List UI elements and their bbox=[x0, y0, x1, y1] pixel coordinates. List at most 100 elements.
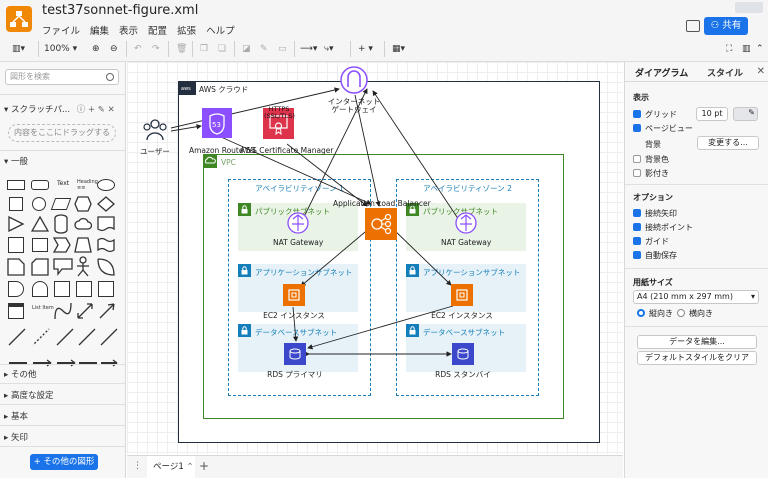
edge-acm-alb[interactable] bbox=[286, 143, 368, 207]
menu-help[interactable]: ヘルプ bbox=[206, 26, 235, 37]
section-basic[interactable]: ▸ 基本 bbox=[4, 412, 28, 422]
line-color-icon[interactable]: ✎ bbox=[260, 44, 268, 54]
grid-checkbox[interactable] bbox=[633, 110, 641, 118]
text-shape[interactable]: Text bbox=[57, 180, 70, 187]
shadow-icon[interactable]: ▭ bbox=[278, 44, 287, 54]
and-shape[interactable] bbox=[54, 281, 70, 297]
connector-shapes[interactable] bbox=[7, 359, 119, 367]
portrait-radio[interactable] bbox=[637, 309, 645, 317]
internal-storage-shape[interactable] bbox=[8, 237, 24, 253]
aws-cloud-group[interactable] bbox=[178, 81, 600, 443]
shadow-checkbox[interactable] bbox=[633, 169, 641, 177]
connection-points-checkbox[interactable] bbox=[633, 223, 641, 231]
textbox-shape[interactable]: Heading≡≡ bbox=[77, 179, 98, 191]
cylinder-shape[interactable] bbox=[53, 214, 69, 234]
actor-shape[interactable] bbox=[75, 256, 91, 278]
square-shape[interactable] bbox=[9, 197, 23, 211]
fullscreen-icon[interactable]: ⛶ bbox=[726, 44, 733, 54]
triangle-up-shape[interactable] bbox=[31, 216, 49, 232]
close-panel-icon[interactable]: ✕ bbox=[756, 66, 765, 77]
az2-group[interactable] bbox=[396, 179, 539, 396]
menu-extras[interactable]: 拡張 bbox=[177, 26, 197, 37]
internet-gateway-icon[interactable] bbox=[339, 65, 369, 95]
user-avatar[interactable] bbox=[735, 2, 763, 13]
pages-menu-icon[interactable]: ⋮ bbox=[133, 461, 142, 471]
ec2-1-icon[interactable] bbox=[283, 284, 305, 306]
cube-shape[interactable] bbox=[32, 238, 48, 252]
to-back-icon[interactable]: ❏ bbox=[218, 44, 227, 54]
scratchpad-header[interactable]: ▾ スクラッチパ... ⓘ + ✎ ✕ bbox=[4, 105, 115, 115]
users-icon[interactable] bbox=[141, 118, 169, 142]
menu-file[interactable]: ファイル bbox=[42, 26, 81, 37]
rounded-rectangle-shape[interactable] bbox=[31, 180, 49, 190]
acm-icon[interactable] bbox=[263, 108, 294, 139]
share-button[interactable]: ⚇ 共有 bbox=[704, 17, 748, 35]
fill-color-icon[interactable]: ◪ bbox=[242, 44, 251, 54]
line-shapes[interactable] bbox=[7, 327, 119, 347]
insert-icon[interactable]: + ▾ bbox=[358, 44, 373, 54]
menu-arrange[interactable]: 配置 bbox=[148, 26, 168, 37]
edge-route53-alb[interactable] bbox=[220, 136, 372, 205]
document-shape[interactable] bbox=[97, 216, 115, 232]
nat-gateway-1-icon[interactable] bbox=[287, 212, 309, 234]
bidirectional-arrow-shape[interactable] bbox=[75, 301, 95, 321]
circle-shape[interactable] bbox=[32, 197, 46, 211]
tab-style[interactable]: スタイル bbox=[707, 69, 744, 79]
edge-igw-alb[interactable] bbox=[354, 94, 381, 207]
trapezoid-shape[interactable] bbox=[74, 237, 92, 253]
comment-icon[interactable] bbox=[686, 20, 700, 32]
section-arrows[interactable]: ▸ 矢印 bbox=[4, 433, 28, 443]
tab-diagram[interactable]: ダイアグラム bbox=[635, 69, 689, 79]
rds-standby-icon[interactable] bbox=[452, 343, 474, 365]
general-header[interactable]: ▾ 一般 bbox=[4, 157, 28, 167]
rhombus-shape[interactable] bbox=[97, 196, 115, 212]
to-front-icon[interactable]: ❐ bbox=[200, 44, 209, 54]
edge-user-igw[interactable] bbox=[170, 87, 340, 129]
panel-toggle-icon[interactable]: ▥▾ bbox=[12, 44, 26, 54]
rds-primary-icon[interactable] bbox=[284, 343, 306, 365]
add-page-icon[interactable]: + bbox=[199, 459, 210, 473]
edge-ec2-1-rds[interactable] bbox=[292, 306, 299, 342]
paper-size-select[interactable]: A4 (210 mm x 297 mm) ▾ bbox=[633, 290, 759, 304]
section-other[interactable]: ▸ その他 bbox=[4, 370, 37, 380]
collapse-icon[interactable]: ⌃ bbox=[756, 44, 764, 54]
parallelogram-shape[interactable] bbox=[50, 198, 72, 210]
edge-user-route53[interactable] bbox=[170, 124, 202, 132]
list-item-shape[interactable]: List Item bbox=[32, 305, 54, 311]
shape-search-input[interactable]: 図形を検索 bbox=[5, 69, 119, 85]
redo-icon[interactable]: ↷ bbox=[152, 44, 160, 54]
arrow-shape[interactable] bbox=[97, 301, 117, 321]
edit-data-button[interactable]: データを編集... bbox=[637, 335, 757, 349]
route53-icon[interactable]: 53 bbox=[202, 108, 232, 138]
vpc-group[interactable] bbox=[203, 154, 564, 419]
autosave-checkbox[interactable] bbox=[633, 251, 641, 259]
search-icon[interactable] bbox=[106, 73, 114, 81]
edge-nat1-igw[interactable] bbox=[297, 88, 368, 230]
grid-size-input[interactable]: 10 pt bbox=[696, 107, 728, 121]
connection-style-icon[interactable]: ⟶▾ bbox=[300, 44, 318, 54]
table-icon[interactable]: ▦▾ bbox=[392, 44, 406, 54]
clear-default-style-button[interactable]: デフォルトスタイルをクリア bbox=[637, 351, 757, 365]
menu-edit[interactable]: 編集 bbox=[90, 26, 110, 37]
callout-shape[interactable] bbox=[53, 258, 73, 276]
guides-checkbox[interactable] bbox=[633, 237, 641, 245]
edge-nat2-igw[interactable] bbox=[372, 90, 466, 230]
undo-icon[interactable]: ↶ bbox=[134, 44, 142, 54]
az1-group[interactable] bbox=[228, 179, 371, 396]
nat-gateway-2-icon[interactable] bbox=[455, 212, 477, 234]
container-shape[interactable] bbox=[76, 281, 92, 297]
zoom-select[interactable]: 100% ▾ bbox=[44, 44, 78, 54]
edge-alb-ec2-1[interactable] bbox=[300, 226, 372, 287]
delay-shape[interactable] bbox=[8, 281, 24, 297]
background-color-checkbox[interactable] bbox=[633, 155, 641, 163]
tape-shape[interactable] bbox=[97, 237, 115, 253]
scratchpad-actions-icon[interactable]: ⓘ + ✎ ✕ bbox=[76, 105, 115, 115]
section-advanced[interactable]: ▸ 高度な設定 bbox=[4, 391, 54, 401]
ellipse-shape[interactable] bbox=[97, 179, 115, 191]
landscape-radio[interactable] bbox=[677, 309, 685, 317]
rectangle-shape[interactable] bbox=[7, 180, 25, 190]
edge-alb-ec2-2[interactable] bbox=[390, 226, 452, 286]
zoom-in-icon[interactable]: ⊕ bbox=[92, 44, 100, 54]
data-storage-shape[interactable] bbox=[32, 281, 48, 297]
page-tab-chevron-icon[interactable]: ⌃ bbox=[186, 462, 194, 472]
